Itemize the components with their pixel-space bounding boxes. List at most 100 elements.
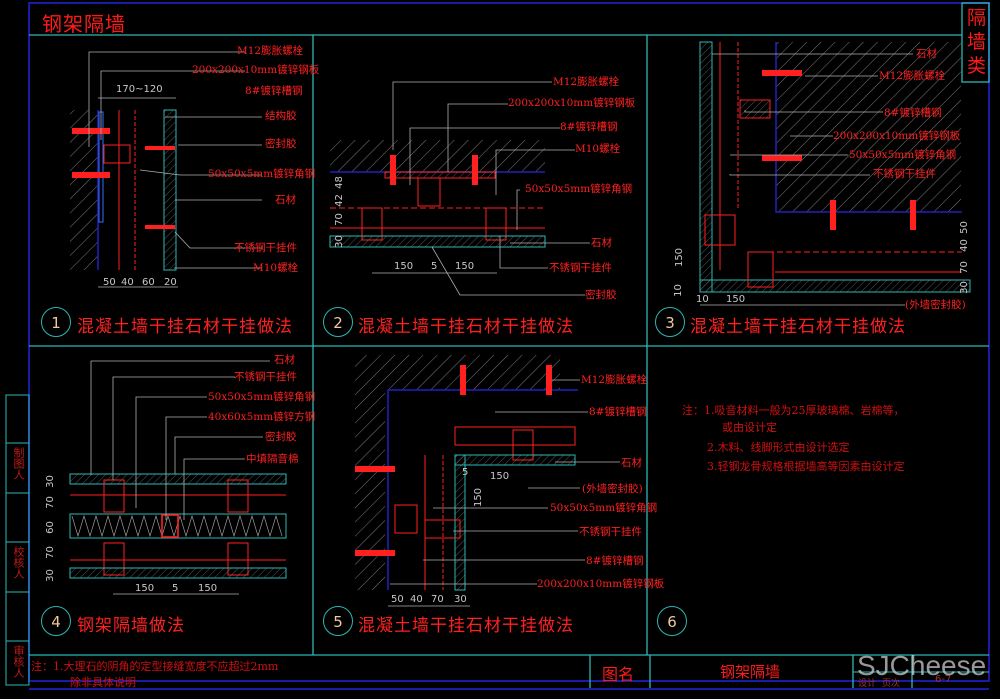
callout-label: 不锈钢干挂件 <box>234 242 297 254</box>
sheet-category: 隔墙类 <box>967 7 987 77</box>
side-label-checker: 校核人 <box>12 546 25 579</box>
detail-title: 混凝土墙干挂石材干挂做法 <box>690 317 906 337</box>
callout-label: 中填隔音棉 <box>246 453 299 465</box>
detail-number: 5 <box>323 606 353 636</box>
callout-label: 密封胶 <box>265 138 297 150</box>
callout-label: 8#镀锌槽钢 <box>589 406 647 418</box>
dimension: 10 <box>696 294 709 305</box>
dimension: 150 <box>726 294 746 305</box>
detail-title: 混凝土墙干挂石材干挂做法 <box>77 317 293 337</box>
callout-label: 40x60x5mm镀锌方钢 <box>208 411 316 423</box>
dimension: 70 <box>958 261 970 274</box>
dimension: 150 <box>394 261 414 272</box>
dimension: 150 <box>674 247 686 268</box>
detail-title: 混凝土墙干挂石材干挂做法 <box>358 616 574 636</box>
dimension: 50 <box>958 221 970 234</box>
callout-label: 石材 <box>621 457 642 469</box>
callout-label: 8#镀锌槽钢 <box>245 85 303 97</box>
dimension: 150 <box>198 583 218 594</box>
detail-title: 钢架隔墙做法 <box>77 616 185 636</box>
detail-number: 1 <box>41 307 71 337</box>
dimension: 5 <box>431 261 438 272</box>
dimension: 150 <box>135 583 155 594</box>
callout-label: 50x50x5mm镀锌角钢 <box>208 168 316 180</box>
callout-label: 200x200x10mm镀锌钢板 <box>833 130 961 142</box>
dimension: 30 <box>333 235 345 248</box>
callout-label: 不锈钢干挂件 <box>549 262 612 274</box>
detail-2-drawing <box>329 81 590 296</box>
dimension: 5 <box>172 583 179 594</box>
callout-label: 50x50x5mm镀锌角钢 <box>208 391 316 403</box>
dimension: 30 <box>44 569 56 582</box>
note-line: 3.轻钢龙骨规格根据墙高等因素由设计定 <box>707 460 905 473</box>
detail-5-drawing <box>355 355 620 607</box>
callout-label: 8#镀锌槽钢 <box>586 555 644 567</box>
callout-label: M10螺栓 <box>253 262 299 274</box>
callout-label: 200x200x10mm镀锌钢板 <box>508 97 636 109</box>
detail-3-drawing <box>699 41 971 306</box>
callout-label: 200x200x10mm镀锌钢板 <box>537 578 665 590</box>
dimension: 5 <box>462 467 469 478</box>
bottom-note-line: 注：1.大理石的阴角的定型接缝宽度不应超过2mm <box>31 660 279 673</box>
dimension: 48 <box>333 176 345 189</box>
callout-label: 石材 <box>916 48 937 60</box>
drawing-name-label: 图名 <box>602 665 635 684</box>
titleblock-page: 页次 <box>882 679 901 689</box>
callout-label: 50x50x5mm镀锌角钢 <box>849 149 957 161</box>
dimension: 70 <box>44 546 56 559</box>
detail-number: 6 <box>657 606 687 636</box>
callout-label: 50x50x5mm镀锌角钢 <box>550 502 658 514</box>
dimension: 150 <box>455 261 475 272</box>
titleblock-design: 设计 <box>858 679 877 689</box>
side-label-reviewer: 审核人 <box>12 645 25 678</box>
callout-label: (外墙密封胶) <box>905 299 966 311</box>
callout-label: 8#镀锌槽钢 <box>884 107 942 119</box>
dimension: 40 <box>410 594 423 605</box>
note-line: 或由设计定 <box>722 421 777 434</box>
dimension: 30 <box>454 594 467 605</box>
dimension: 42 <box>333 194 345 207</box>
detail-number: 2 <box>323 307 353 337</box>
drawing-name: 钢架隔墙 <box>720 663 781 681</box>
dimension: 30 <box>44 475 56 488</box>
titleblock-page-number: 6-7 <box>935 674 952 685</box>
callout-label: 8#镀锌槽钢 <box>560 121 618 133</box>
dimension: 10 <box>672 284 684 297</box>
dimension: 60 <box>44 521 56 534</box>
callout-label: 石材 <box>275 194 296 206</box>
callout-label: 200x200x10mm镀锌钢板 <box>192 64 320 76</box>
dimension: 40 <box>958 239 970 252</box>
dimension: 70 <box>44 496 56 509</box>
note-line: 2.木料、线脚形式由设计选定 <box>707 441 850 454</box>
detail-1-drawing <box>70 51 262 288</box>
callout-label: M12膨胀螺栓 <box>553 76 620 88</box>
bottom-note-line: 除非具体说明 <box>70 676 136 689</box>
callout-label: 不锈钢干挂件 <box>873 168 936 180</box>
watermark: SJCheese <box>857 650 987 681</box>
callout-label: 不锈钢干挂件 <box>234 371 297 383</box>
dimension: 30 <box>958 281 970 294</box>
callout-label: 密封胶 <box>585 289 617 301</box>
dimension: 70 <box>333 213 345 226</box>
callout-label: 不锈钢干挂件 <box>579 526 642 538</box>
detail-number: 3 <box>655 307 685 337</box>
detail-number: 4 <box>41 606 71 636</box>
side-label-drafter: 制图人 <box>12 447 25 480</box>
callout-label: M12膨胀螺栓 <box>237 45 304 57</box>
dimension: 50 <box>103 277 116 288</box>
dimension: 20 <box>164 277 177 288</box>
note-line: 注：1.吸音材料一般为25厚玻璃棉、岩棉等， <box>682 404 905 417</box>
callout-label: 石材 <box>591 237 612 249</box>
callout-label: M10螺栓 <box>575 143 621 155</box>
callout-label: 结构胶 <box>265 110 297 122</box>
dimension: 60 <box>142 277 155 288</box>
detail-title: 混凝土墙干挂石材干挂做法 <box>358 317 574 337</box>
dimension: 150 <box>490 471 510 482</box>
sheet-title: 钢架隔墙 <box>42 12 126 36</box>
callout-label: 密封胶 <box>265 431 297 443</box>
dimension: 170~120 <box>116 84 163 95</box>
detail-4-drawing <box>69 360 287 595</box>
callout-label: 50x50x5mm镀锌角钢 <box>525 183 633 195</box>
